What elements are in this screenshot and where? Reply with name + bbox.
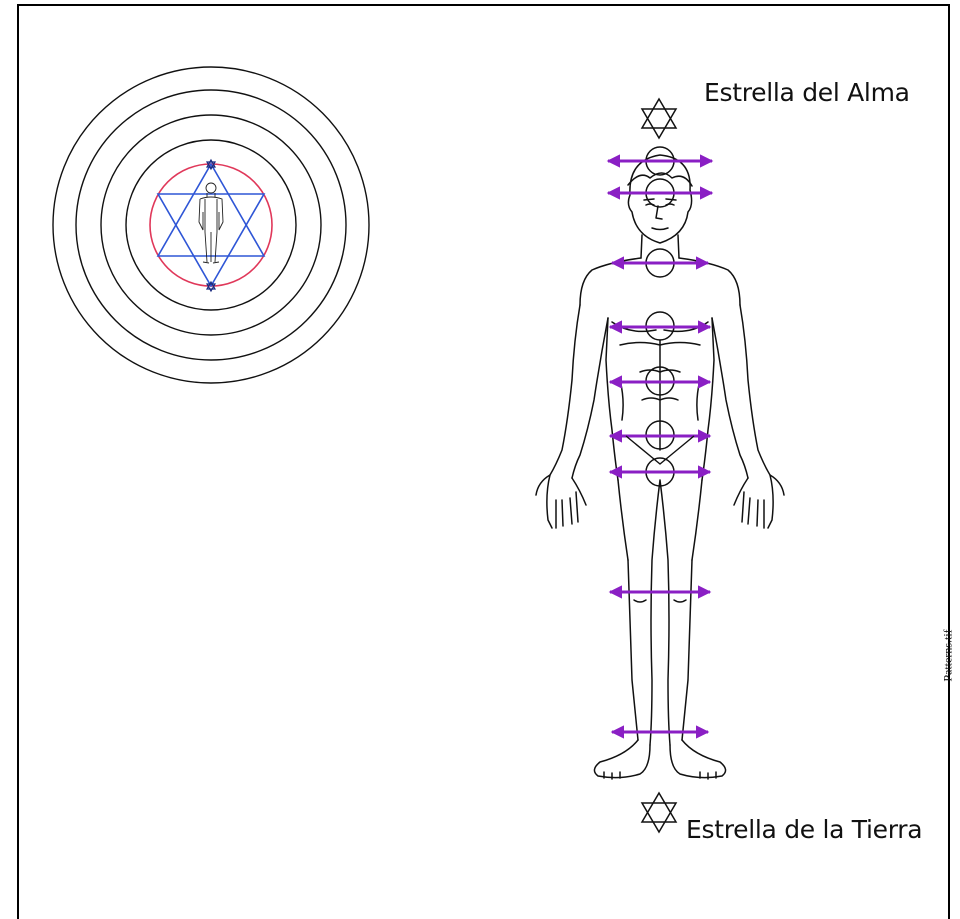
earth-star-label: Estrella de la Tierra xyxy=(686,815,923,844)
file-name-label: Patterns.tif xyxy=(940,629,955,682)
right-foot-outline xyxy=(669,739,727,779)
concentric-rings-diagram xyxy=(52,66,370,384)
pelvis-v-lines xyxy=(625,435,695,465)
right-arm-outline xyxy=(711,304,771,479)
soul-star-icon xyxy=(640,97,678,140)
star-of-david-blue xyxy=(156,162,266,288)
small-star-top-icon xyxy=(205,158,217,171)
right-hand-outline xyxy=(733,474,785,529)
soul-star-label: Estrella del Alma xyxy=(704,78,910,107)
earth-star-icon xyxy=(640,791,678,834)
ring-2 xyxy=(125,139,297,311)
aura-circle xyxy=(149,163,273,287)
figure-frame xyxy=(17,4,950,919)
small-star-bottom-icon xyxy=(205,280,217,293)
left-arm-outline xyxy=(549,304,609,479)
ring-outer xyxy=(52,66,370,384)
left-foot-outline xyxy=(593,739,651,779)
small-human-figure xyxy=(198,182,224,264)
energy-arrows xyxy=(606,154,714,739)
ring-3 xyxy=(100,114,322,336)
ring-4 xyxy=(75,89,347,361)
left-hand-outline xyxy=(535,474,587,529)
